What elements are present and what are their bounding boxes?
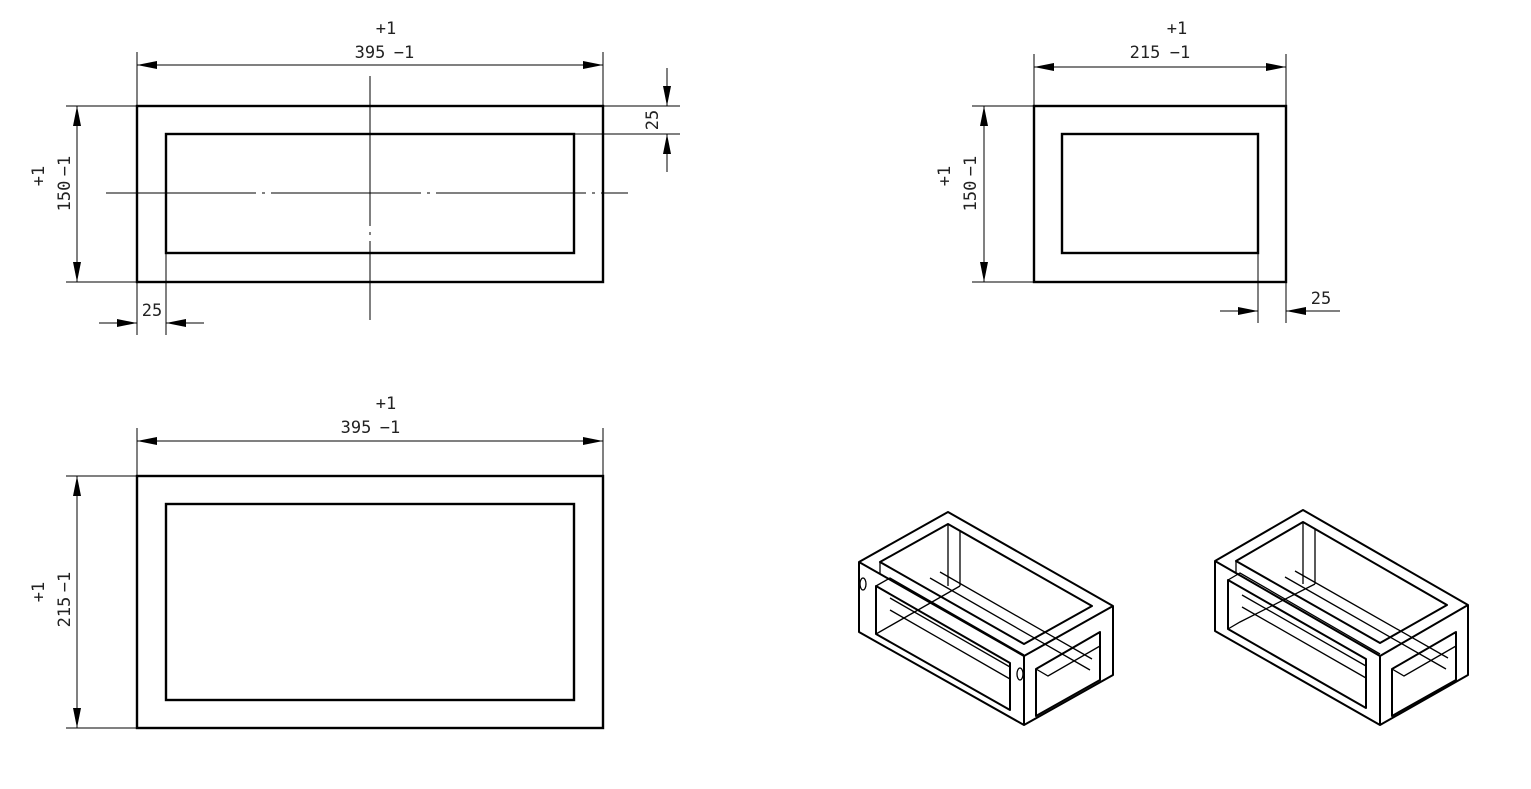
side-inner-frame xyxy=(1060,132,1260,255)
side-height-value: 150 xyxy=(961,181,981,212)
side-outer-frame xyxy=(1032,104,1288,284)
front-view: 395 −1 +1 150 −1 +1 25 25 xyxy=(29,19,680,335)
front-bottom-thickness-label: 25 xyxy=(142,301,162,321)
top-height-tol-minus: −1 xyxy=(55,572,75,592)
front-width-tol-minus: −1 xyxy=(394,43,414,63)
top-height-value: 215 xyxy=(55,597,75,628)
bolt-icon xyxy=(859,577,867,591)
front-height-value: 150 xyxy=(55,181,75,212)
isometric-view-right xyxy=(1214,509,1469,726)
top-width-value: 395 xyxy=(341,418,372,438)
side-height-tol-minus: −1 xyxy=(961,156,981,176)
front-width-tol-plus: +1 xyxy=(376,19,396,39)
top-width-tol-plus: +1 xyxy=(376,394,396,414)
side-view: 215 −1 +1 150 −1 +1 25 xyxy=(935,19,1340,323)
top-view: 395 −1 +1 215 −1 +1 xyxy=(29,394,605,730)
side-thickness-label: 25 xyxy=(1311,289,1331,309)
side-width-tol-plus: +1 xyxy=(1167,19,1187,39)
side-width-value: 215 xyxy=(1130,43,1161,63)
top-height-tol-plus: +1 xyxy=(29,582,49,602)
bolt-icon xyxy=(1016,667,1024,681)
isometric-view-left xyxy=(858,511,1114,726)
side-height-tol-plus: +1 xyxy=(935,166,955,186)
front-right-thickness-label: 25 xyxy=(643,110,663,130)
front-width-value: 395 xyxy=(355,43,386,63)
front-height-tol-plus: +1 xyxy=(29,166,49,186)
top-inner-frame xyxy=(164,502,576,702)
top-outer-frame xyxy=(135,474,605,730)
top-width-tol-minus: −1 xyxy=(380,418,400,438)
side-width-tol-minus: −1 xyxy=(1170,43,1190,63)
front-height-tol-minus: −1 xyxy=(55,156,75,176)
